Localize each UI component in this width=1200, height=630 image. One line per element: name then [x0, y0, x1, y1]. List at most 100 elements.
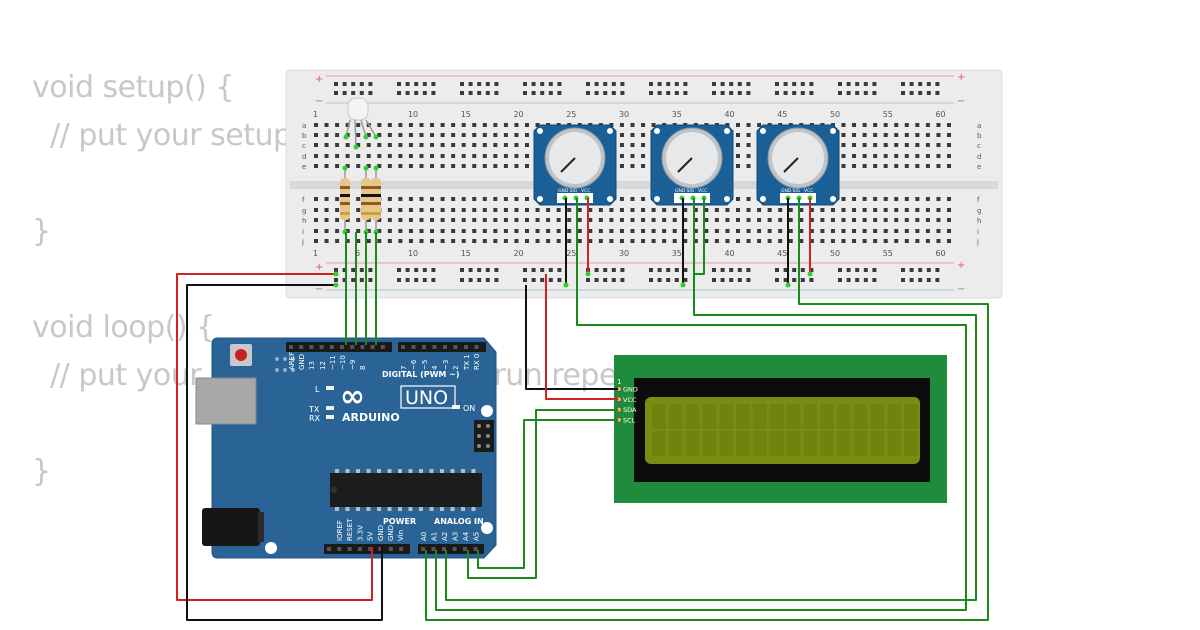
col-label-top-15: 15 — [461, 110, 471, 119]
col-label-bottom-30: 30 — [619, 249, 629, 258]
col-label-top-60: 60 — [935, 110, 945, 119]
rail-minus-br: − — [957, 284, 965, 295]
col-label-top-40: 40 — [724, 110, 734, 119]
pot-pin-label-vcc: VCC — [698, 188, 707, 194]
led-on-label: ON — [463, 404, 475, 413]
digital-header-2[interactable] — [398, 342, 486, 352]
analog-pin-label: A2 — [441, 532, 449, 541]
lcd-pin-label-vcc: VCC — [623, 396, 637, 404]
col-label-bottom-40: 40 — [724, 249, 734, 258]
col-label-top-45: 45 — [777, 110, 787, 119]
resistor-3[interactable] — [371, 165, 381, 235]
pot-pin-label-vcc: VCC — [581, 188, 590, 194]
resistor-2[interactable] — [361, 165, 371, 235]
atmega-chip — [330, 473, 482, 507]
analog-header[interactable] — [418, 544, 484, 554]
analog-pin-label: A4 — [462, 531, 470, 541]
breadboard[interactable]: 1155101015152020252530303535404045455050… — [285, 69, 1003, 299]
row-label-left-e: e — [302, 163, 306, 171]
digital-pin-label: 7 — [400, 366, 408, 370]
digital-pin-label: ~6 — [410, 359, 418, 370]
digital-pin-label: GND — [298, 354, 306, 370]
col-label-top-10: 10 — [408, 110, 418, 119]
col-label-bottom-35: 35 — [672, 249, 682, 258]
rgb-led[interactable] — [343, 97, 379, 150]
row-label-right-g: g — [977, 207, 981, 215]
row-label-right-c: c — [977, 142, 981, 150]
wire-pot2-sig[interactable] — [445, 198, 977, 601]
row-label-left-h: h — [302, 217, 306, 225]
col-label-bottom-5: 5 — [355, 249, 360, 258]
col-label-top-50: 50 — [830, 110, 840, 119]
code-line-6: void loop() { — [32, 310, 215, 345]
led-tx-label: TX — [308, 405, 320, 414]
col-label-top-1: 1 — [313, 110, 318, 119]
row-label-left-b: b — [302, 132, 307, 140]
wire-pot1-sig[interactable] — [435, 198, 967, 611]
wire-gnd-black[interactable] — [186, 284, 383, 621]
digital-pin-label: ~5 — [421, 360, 429, 370]
usb-port[interactable] — [195, 377, 257, 425]
col-label-top-25: 25 — [566, 110, 576, 119]
wire-pot3-sig[interactable] — [425, 198, 989, 621]
pot-pin-label-gnd: GND — [675, 188, 686, 194]
pot-pin-label-vcc: VCC — [804, 188, 813, 194]
digital-pin-label: ~3 — [442, 360, 450, 370]
wire-lcd-vcc[interactable] — [545, 274, 618, 400]
digital-header-1[interactable] — [286, 342, 392, 352]
analog-pin-label: A0 — [420, 532, 428, 541]
arduino-uno[interactable]: L TX RX ON ∞ UNO ARDUINO DIGITAL (PWM ~)… — [195, 337, 497, 559]
digital-pin-label: 2 — [452, 366, 460, 370]
led-rx-label: RX — [309, 414, 321, 423]
col-label-bottom-25: 25 — [566, 249, 576, 258]
power-pin-label: GND — [377, 525, 385, 541]
power-pin-label: 5V — [367, 532, 375, 541]
wire-scl[interactable] — [477, 419, 618, 569]
row-label-left-i: i — [302, 228, 304, 236]
digital-pin-label: 12 — [319, 361, 327, 370]
col-label-top-55: 55 — [883, 110, 893, 119]
row-label-right-j: j — [976, 238, 979, 246]
wires[interactable] — [176, 198, 989, 621]
wire-pot2-vcc[interactable] — [694, 198, 705, 275]
rail-plus-br: + — [957, 260, 965, 271]
wire-5v-red[interactable] — [176, 273, 373, 601]
col-label-bottom-50: 50 — [830, 249, 840, 258]
col-label-bottom-60: 60 — [935, 249, 945, 258]
col-label-top-20: 20 — [513, 110, 523, 119]
col-label-bottom-20: 20 — [513, 249, 523, 258]
analog-label: ANALOG IN — [434, 517, 484, 526]
col-label-bottom-15: 15 — [461, 249, 471, 258]
col-label-bottom-55: 55 — [883, 249, 893, 258]
row-label-left-a: a — [302, 122, 306, 130]
wire-lcd-gnd[interactable] — [525, 285, 618, 390]
row-label-left-d: d — [302, 153, 306, 161]
code-line-9: } — [32, 454, 51, 489]
col-label-bottom-45: 45 — [777, 249, 787, 258]
row-label-left-g: g — [302, 207, 306, 215]
digital-pin-label: TX 1 — [463, 354, 471, 371]
lcd-pin-label-scl: SCL — [623, 416, 636, 424]
row-label-right-f: f — [977, 196, 980, 204]
uno-label: UNO — [405, 387, 448, 409]
digital-pin-label: ~9 — [349, 360, 357, 370]
digital-pin-label: RX 0 — [473, 354, 481, 370]
row-label-right-b: b — [977, 132, 982, 140]
power-pin-label: 3.3V — [356, 525, 364, 541]
wire-sda[interactable] — [467, 409, 618, 579]
arduino-brand: ARDUINO — [342, 411, 400, 424]
pot-pin-label-sig: SIG — [793, 188, 801, 194]
power-header[interactable] — [324, 544, 410, 554]
resistor-1[interactable] — [340, 165, 350, 235]
pot-pin-label-sig: SIG — [687, 188, 695, 194]
col-label-top-30: 30 — [619, 110, 629, 119]
power-jack[interactable] — [202, 508, 260, 546]
lcd-pin-1-label: 1 — [617, 378, 621, 386]
code-line-1: void setup() { — [32, 70, 234, 105]
row-label-right-e: e — [977, 163, 981, 171]
col-label-top-35: 35 — [672, 110, 682, 119]
